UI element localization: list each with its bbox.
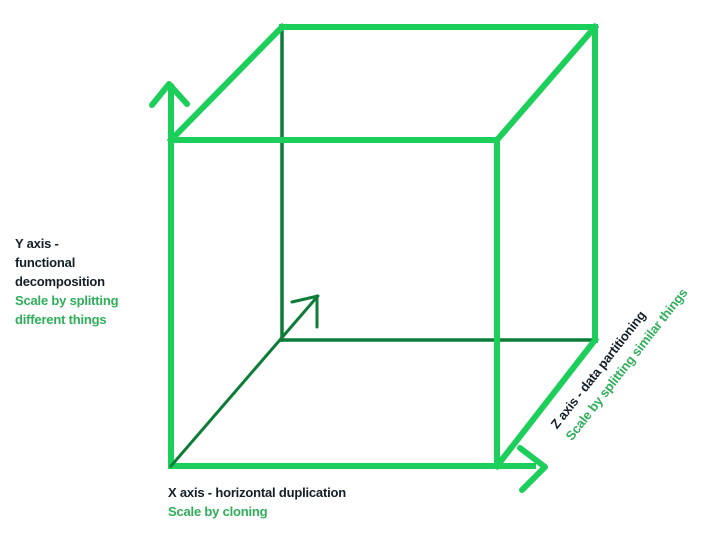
y-axis-title-line2: functional	[15, 255, 76, 270]
x-axis-arrowhead-icon	[517, 445, 548, 493]
cube-edge-bottom-right-diagonal	[492, 335, 600, 471]
z-axis-arrow-shaft	[169, 295, 319, 468]
y-axis-title-line3: decomposition	[15, 274, 105, 289]
x-axis-subtitle: Scale by cloning	[168, 504, 268, 519]
y-axis-label: Y axis - functional decomposition Scale …	[15, 234, 119, 329]
y-axis-subtitle-line2: different things	[15, 312, 107, 327]
y-axis-title-line1: Y axis -	[15, 236, 59, 251]
cube-edge-top-right-diagonal	[492, 22, 600, 145]
z-axis-arrowhead-barb-horizontal	[290, 294, 320, 304]
x-axis-title: X axis - horizontal duplication	[168, 485, 346, 500]
x-axis-label: X axis - horizontal duplication Scale by…	[168, 483, 346, 521]
y-axis-arrowhead-icon	[149, 81, 190, 108]
cube-edge-top-left-diagonal	[166, 22, 287, 145]
y-axis-subtitle-line1: Scale by splitting	[15, 293, 119, 308]
